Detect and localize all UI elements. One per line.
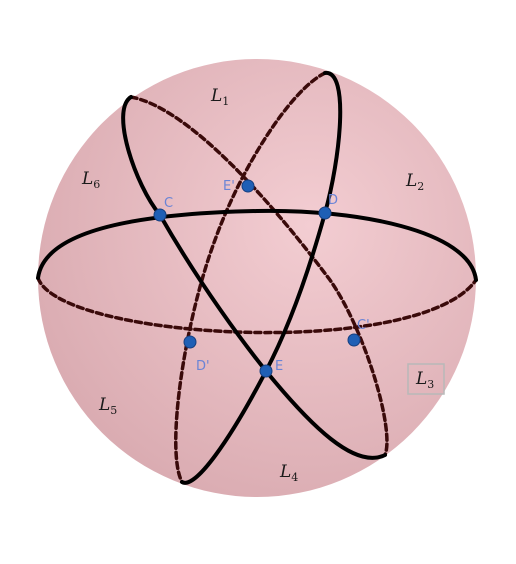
- point-e[interactable]: [259, 364, 273, 378]
- point-label-c-prime: C': [357, 318, 370, 333]
- point-label-c: C: [164, 196, 173, 211]
- point-label-e: E: [275, 359, 283, 374]
- region-label-l3: L3: [415, 369, 434, 391]
- circle-b-hidden-arc: [174, 71, 327, 484]
- hidden-arcs: [36, 71, 478, 484]
- circle-a-visible-arc: [121, 95, 387, 460]
- point-labels: C D E C' D' E': [164, 179, 370, 374]
- intersection-points: [153, 179, 361, 378]
- region-label-l5: L5: [98, 395, 117, 417]
- circle-b-visible-arc: [180, 71, 343, 485]
- selection-box[interactable]: [407, 363, 445, 395]
- point-label-e-prime: E': [223, 179, 235, 194]
- equator-visible-arc: [36, 208, 478, 282]
- point-label-d-prime: D': [196, 359, 210, 374]
- equator-hidden-arc: [36, 276, 478, 335]
- region-label-l4: L4: [279, 462, 298, 484]
- region-labels: L1 L2 L3 L4 L5 L6: [81, 86, 434, 484]
- point-e-prime[interactable]: [241, 179, 255, 193]
- point-d[interactable]: [318, 206, 332, 220]
- region-label-l6: L6: [81, 169, 100, 191]
- point-label-d: D: [328, 193, 338, 208]
- visible-arcs: [36, 71, 478, 485]
- point-d-prime[interactable]: [183, 335, 197, 349]
- circle-a-hidden-arc: [129, 95, 389, 457]
- point-c-prime[interactable]: [347, 333, 361, 347]
- region-label-l2: L2: [405, 171, 424, 193]
- sphere: [38, 59, 476, 497]
- region-label-l1: L1: [210, 86, 229, 108]
- point-c[interactable]: [153, 208, 167, 222]
